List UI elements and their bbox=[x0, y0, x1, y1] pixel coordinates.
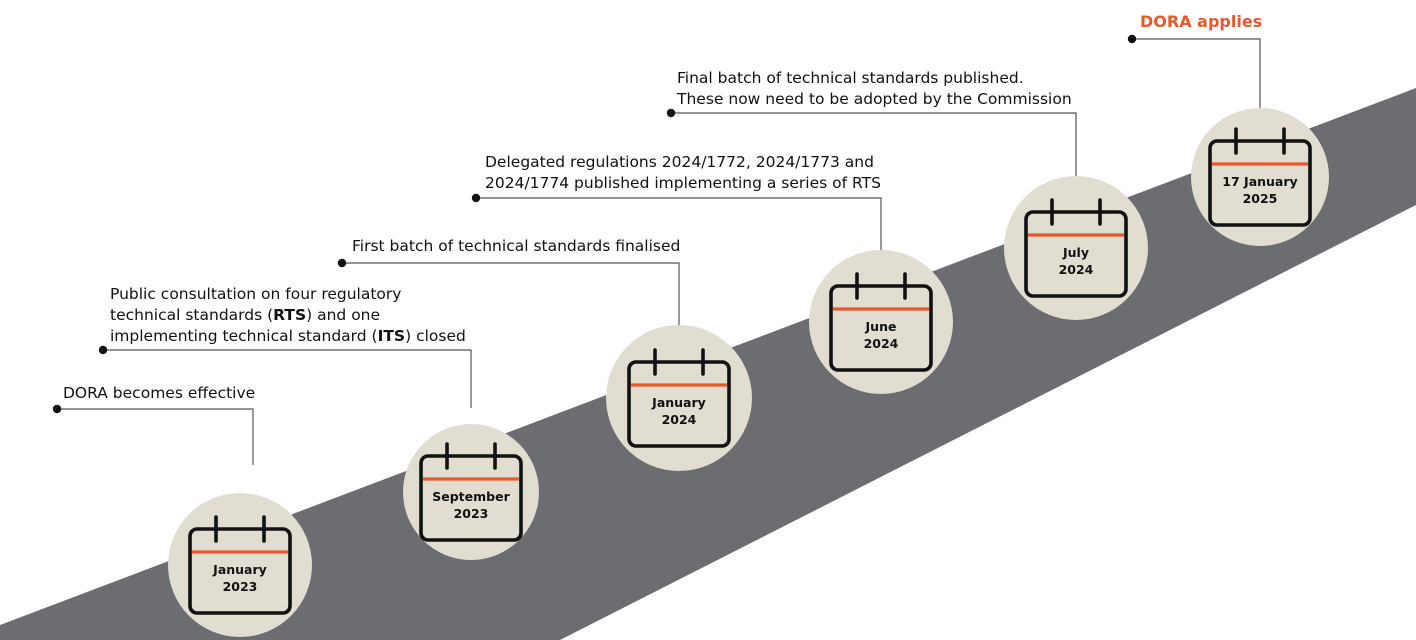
badge-3-date-line1: June bbox=[865, 319, 897, 334]
calendar-icon bbox=[627, 348, 731, 448]
connector-4 bbox=[671, 112, 1077, 178]
milestone-badge-2: January 2024 bbox=[606, 325, 752, 471]
badge-2-date-line2: 2024 bbox=[662, 412, 697, 427]
note-1-line-1b: ) and one bbox=[306, 306, 381, 324]
connector-lines bbox=[52, 34, 1261, 465]
note-0-line-0: DORA becomes effective bbox=[63, 384, 256, 402]
badge-0-date-line2: 2023 bbox=[223, 579, 258, 594]
milestone-badge-0: January 2023 bbox=[168, 493, 312, 637]
badge-4-date-line2: 2024 bbox=[1059, 262, 1094, 277]
milestone-badges: January2023September2023January2024June2… bbox=[168, 108, 1329, 637]
connector-dot-3 bbox=[471, 193, 481, 203]
badge-0-date-line1: January bbox=[212, 562, 267, 577]
badge-5-date-line1: 17 January bbox=[1222, 174, 1297, 189]
connector-0 bbox=[57, 408, 254, 465]
milestone-note-1: Public consultation on four regulatory t… bbox=[110, 284, 466, 347]
milestone-note-2: First batch of technical standards final… bbox=[352, 236, 680, 257]
milestone-note-3: Delegated regulations 2024/1772, 2024/17… bbox=[485, 152, 881, 194]
badge-circle-1 bbox=[403, 424, 539, 560]
connector-5 bbox=[1132, 38, 1261, 108]
badge-1-date-line2: 2023 bbox=[454, 506, 489, 521]
note-1-its-abbrev: ITS bbox=[377, 327, 406, 345]
note-3-line-1: 2024/1774 published implementing a serie… bbox=[485, 174, 881, 192]
calendar-icon bbox=[1024, 198, 1128, 298]
calendar-icon bbox=[829, 272, 933, 372]
note-1-line-2a: implementing technical standard ( bbox=[110, 327, 378, 345]
milestone-note-0: DORA becomes effective bbox=[63, 383, 255, 404]
connector-3 bbox=[476, 197, 882, 250]
connector-2 bbox=[342, 262, 680, 326]
note-2-line-0: First batch of technical standards final… bbox=[352, 237, 681, 255]
connector-dot-4 bbox=[666, 108, 676, 118]
note-1-line-0: Public consultation on four regulatory bbox=[110, 285, 402, 303]
badge-1-date-line1: September bbox=[432, 489, 510, 504]
note-1-rts-abbrev: RTS bbox=[273, 306, 307, 324]
milestone-badge-3: June 2024 bbox=[809, 250, 953, 394]
calendar-icon bbox=[188, 515, 292, 615]
note-4-line-0: Final batch of technical standards publi… bbox=[677, 69, 1024, 87]
connector-dot-5 bbox=[1127, 34, 1137, 44]
badge-4-date-line1: July bbox=[1062, 245, 1089, 260]
badge-2-date-line1: January bbox=[651, 395, 706, 410]
note-5-line-0: DORA applies bbox=[1140, 12, 1263, 31]
connector-dot-1 bbox=[98, 345, 108, 355]
milestone-note-5: DORA applies bbox=[1140, 11, 1262, 32]
connector-1 bbox=[103, 349, 472, 408]
badge-5-date-line2: 2025 bbox=[1243, 191, 1278, 206]
note-1-line-1a: technical standards ( bbox=[110, 306, 274, 324]
note-4-line-1: These now need to be adopted by the Comm… bbox=[677, 90, 1072, 108]
note-3-line-0: Delegated regulations 2024/1772, 2024/17… bbox=[485, 153, 874, 171]
connector-dot-2 bbox=[337, 258, 347, 268]
milestone-note-4: Final batch of technical standards publi… bbox=[677, 68, 1072, 110]
badge-3-date-line2: 2024 bbox=[864, 336, 899, 351]
milestone-badge-4: July 2024 bbox=[1004, 176, 1148, 320]
milestone-badge-1: September 2023 bbox=[403, 424, 539, 560]
calendar-icon bbox=[1208, 127, 1312, 227]
connector-dot-0 bbox=[52, 404, 62, 414]
milestone-badge-5: 17 January 2025 bbox=[1191, 108, 1329, 246]
note-1-line-2b: ) closed bbox=[405, 327, 466, 345]
calendar-icon bbox=[419, 442, 523, 542]
